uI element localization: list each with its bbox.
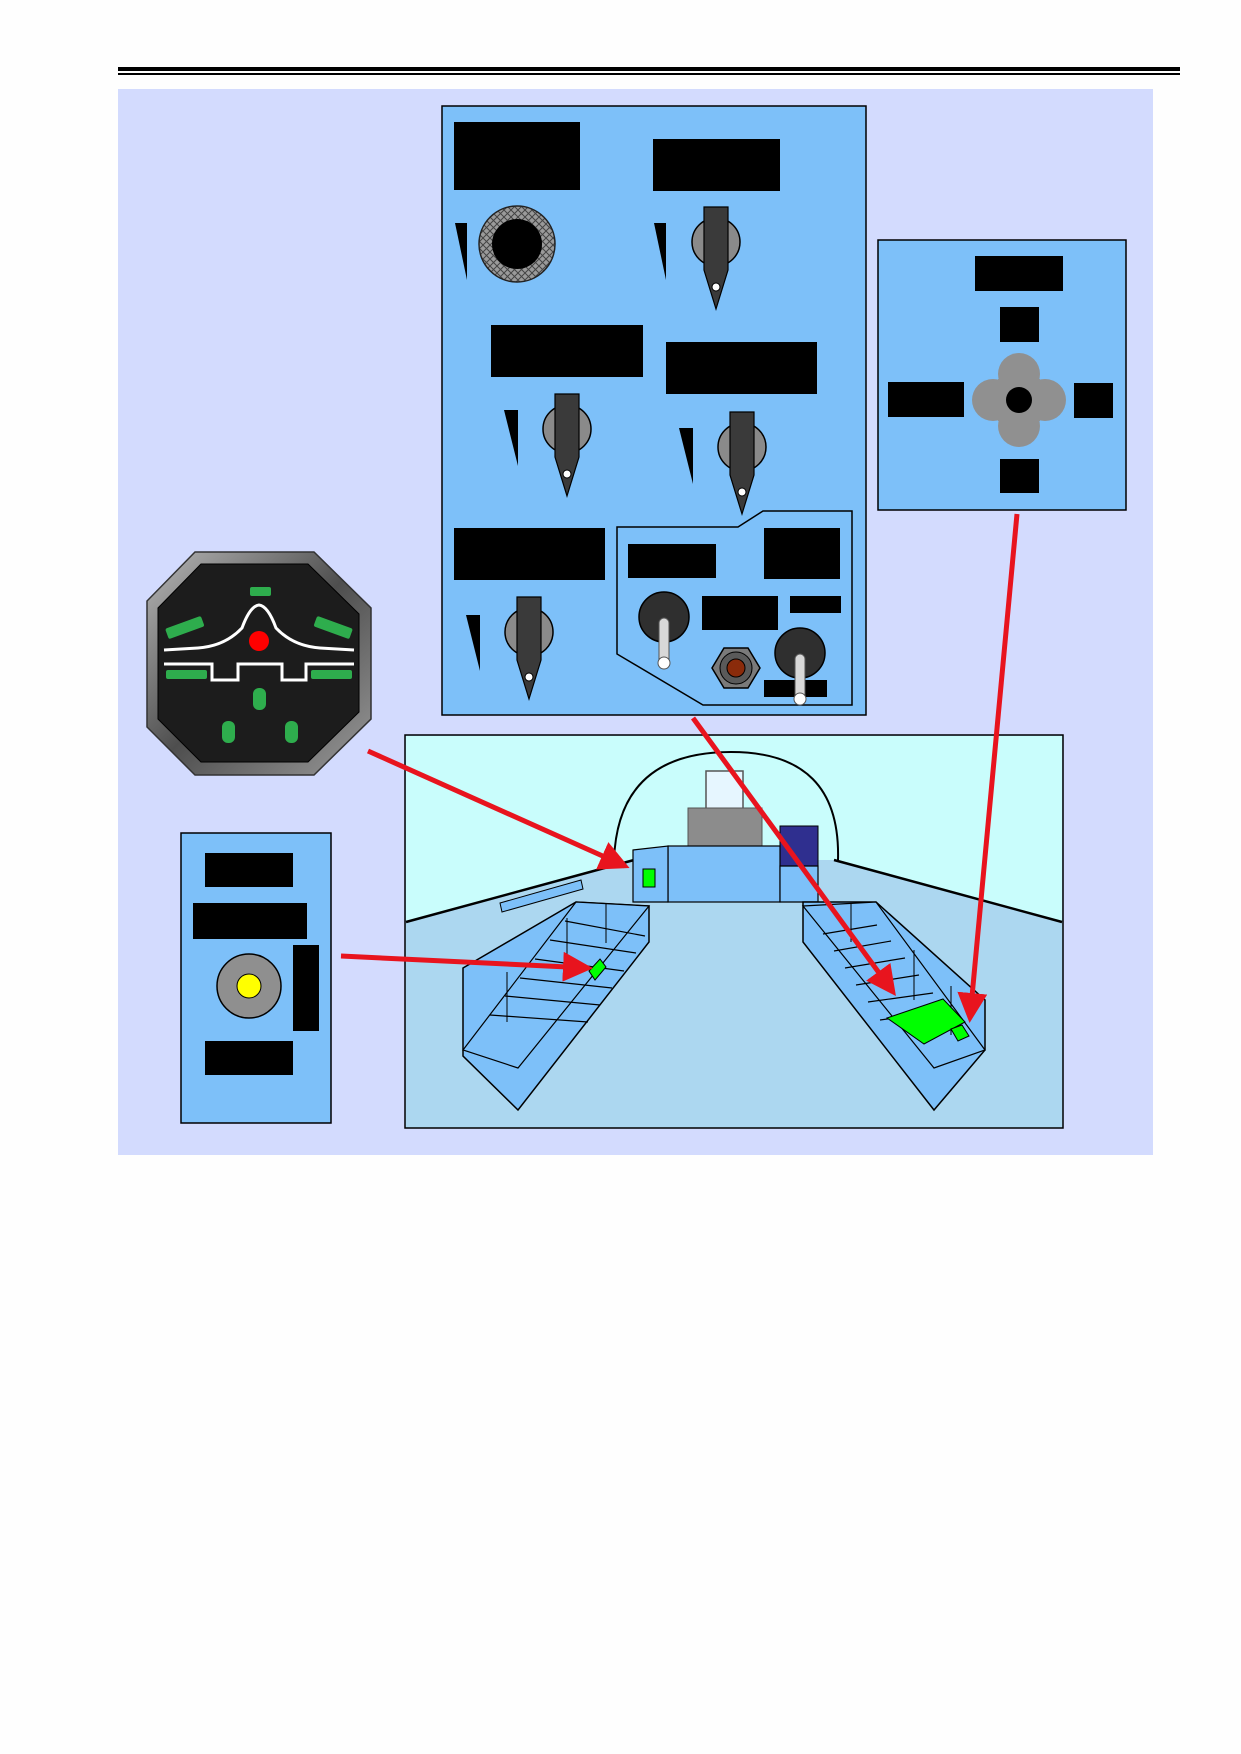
redacted-label [975,256,1063,291]
four-way-hat-switch-icon[interactable] [972,353,1066,447]
pointer-wedge [466,615,480,671]
redacted-label [454,528,605,580]
rotary-selector-icon[interactable] [504,596,554,702]
redacted-label [454,122,580,190]
redacted-label [666,342,817,394]
pitch-mark [250,587,271,596]
guarded-push-button-icon[interactable] [711,647,761,689]
redacted-label [293,945,319,1031]
pitch-mark [222,721,235,743]
toggle-subpanel [616,510,853,706]
toggle-switch-icon[interactable] [638,591,690,670]
redacted-label [205,853,293,887]
indicator-lamp-panel [180,832,332,1124]
highlight-panel [588,958,607,981]
aircraft-symbol-icon [163,603,355,682]
pointer-wedge [679,428,693,484]
remote-control-panel [877,239,1127,511]
redacted-label [653,139,780,191]
glare-shield-strip [499,879,584,913]
rotary-knob-icon[interactable] [478,205,556,283]
pitch-mark [285,721,298,743]
redacted-label [628,544,716,578]
callout-arrow [690,716,896,997]
pointer-wedge [504,410,518,466]
pointer-wedge [455,223,467,280]
roll-mark [313,616,353,639]
attitude-indicator [146,551,372,776]
canopy-arc [613,750,840,861]
instrument-coaming [632,770,819,903]
roll-mark [165,616,205,639]
redacted-label [491,325,643,377]
pointer-wedge [654,223,666,280]
highlight-panel [950,1024,970,1042]
callout-arrow [340,951,593,982]
callout-arrow [957,513,1020,1023]
rotary-selector-icon[interactable] [542,393,592,499]
toggle-switch-icon[interactable] [774,627,826,706]
redacted-label [1000,307,1039,342]
horizon-mark [166,670,207,679]
main-switch-panel [441,105,867,716]
redacted-label [1000,459,1039,493]
redacted-label [702,596,778,630]
rotary-selector-icon[interactable] [691,206,741,312]
pitch-mark [253,688,266,710]
redacted-label [790,596,841,613]
redacted-label [193,903,307,939]
redacted-label [1074,383,1113,418]
redacted-label [205,1041,293,1075]
highlight-panel [642,868,656,888]
floor-edge-left [405,858,635,924]
yellow-lamp-icon [216,953,282,1019]
callout-arrow [366,748,630,870]
left-console [462,901,651,1112]
attitude-center-dot [249,631,269,651]
redacted-label [764,528,840,579]
cockpit-overview [404,734,1064,1129]
redacted-label [888,382,964,417]
header-rule [118,67,1180,75]
horizon-mark [311,670,352,679]
floor-edge-right [833,858,1063,924]
callout-arrows [340,513,1020,1023]
rotary-selector-icon[interactable] [717,411,767,517]
